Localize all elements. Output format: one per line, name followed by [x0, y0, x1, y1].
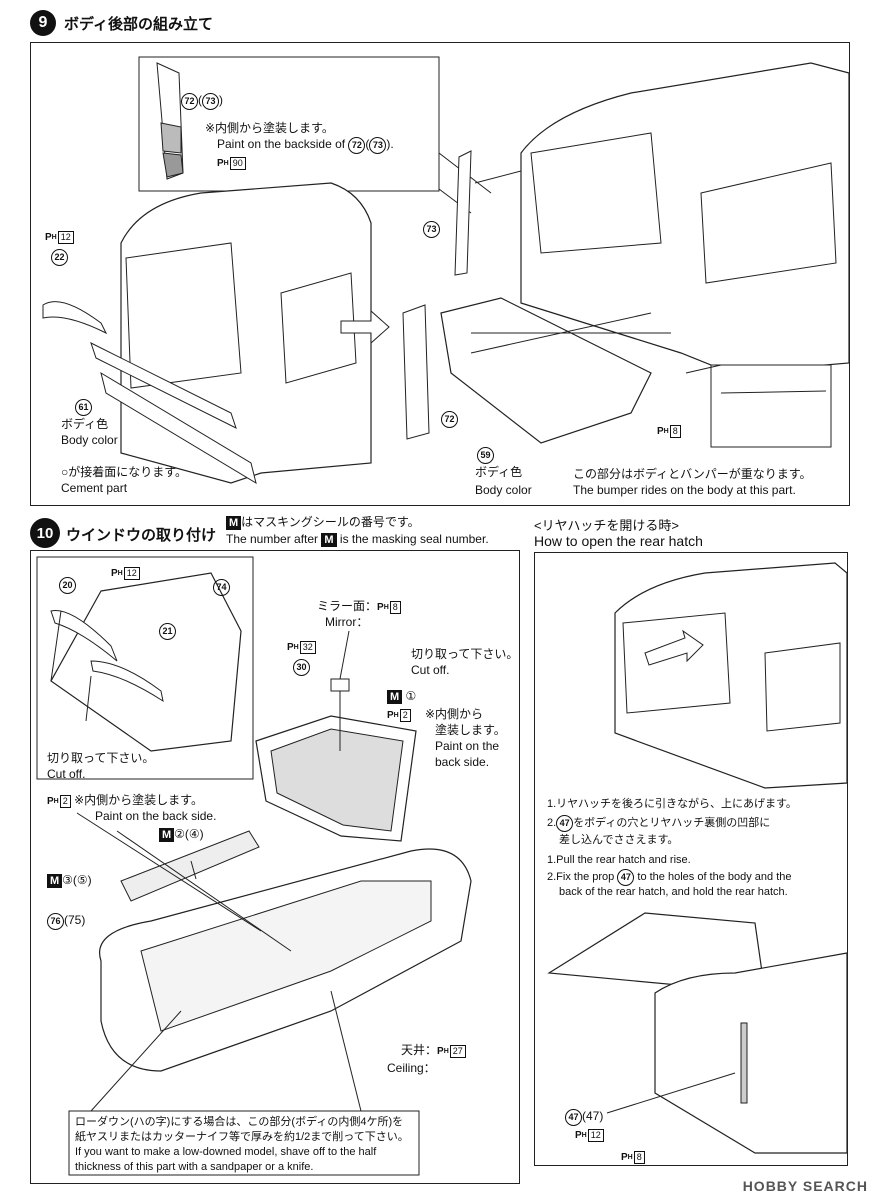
part-20-marker: 20 [59, 575, 76, 594]
step-9-title: ボディ後部の組み立て [64, 16, 213, 33]
lowdown-note-en1: If you want to make a low-downed model, … [75, 1146, 377, 1158]
inset-part-numbers: 72(73) [181, 93, 223, 110]
inner-note-en2: back side. [435, 755, 490, 769]
part-73-label: 73 [423, 219, 440, 238]
step-10-badge: 10 [30, 518, 60, 548]
cutoff-en: Cut off. [47, 767, 86, 781]
mask-note-en: The number after M is the masking seal n… [226, 532, 489, 547]
step-10-title: ウインドウの取り付け [66, 527, 217, 544]
watermark-text: HOBBY SEARCH [742, 1178, 868, 1194]
step-10-drawing [36, 556, 472, 1176]
lowdown-note-jp2: 紙ヤスリまたはカッターナイフ等で厚みを約1/2まで削って下さい。 [75, 1131, 409, 1143]
part-72-label: 72 [441, 409, 458, 428]
inner-note-en1: Paint on the [435, 739, 500, 753]
part-59-color-en: Body color [475, 483, 532, 497]
hatch-step1-jp: 1.リヤハッチを後ろに引きながら、上にあげます。 [547, 798, 797, 810]
mask-1-label: M ① [387, 689, 416, 704]
cement-note-jp: ○が接着面になります。 [61, 465, 188, 479]
bumper-note-jp: この部分はボディとバンパーが重なります。 [573, 467, 812, 481]
hatch-drawing [547, 562, 848, 1154]
hatch-step2-en-a: 2.Fix the prop 47 to the holes of the bo… [547, 869, 792, 886]
lowdown-note-en2: thickness of this part with a sandpaper … [75, 1161, 314, 1173]
part-76-75-label: 76(75) [47, 913, 85, 930]
inset-note-en: Paint on the backside of 72(73). [217, 137, 394, 154]
hatch-step2-jp-c: 差し込んでささえます。 [559, 834, 679, 846]
part-22-marker: 22 [51, 247, 68, 266]
step-9-panel: 72(73) ※内側から塗装します。 Paint on the backside… [30, 42, 850, 506]
cutoff2-jp: 切り取って下さい。 [411, 647, 519, 661]
cutoff-jp: 切り取って下さい。 [47, 751, 155, 765]
bumper-note-en: The bumper rides on the body at this par… [573, 483, 796, 497]
part-61-marker: 61 [75, 397, 92, 416]
part-30-marker: 30 [293, 657, 310, 676]
part-61-color-jp: ボディ色 [61, 417, 109, 431]
step-9-drawing [42, 56, 850, 485]
mirror-label-en: Mirror： [325, 615, 369, 629]
part-73-marker: 73 [202, 93, 219, 110]
lowdown-note-jp1: ローダウン(ハの字)にする場合は、この部分(ボディの内側4ケ所)を [75, 1116, 404, 1128]
inner-note-jp1: ※内側から [425, 707, 484, 721]
hatch-step2-en-c: back of the rear hatch, and hold the rea… [559, 886, 788, 898]
hatch-title-en: How to open the rear hatch [534, 533, 703, 549]
hatch-title-jp: <リヤハッチを開ける時> [534, 518, 679, 533]
inset-note-jp: ※内側から塗装します。 [205, 121, 334, 135]
part-74-marker: 74 [213, 577, 230, 596]
hatch-step1-en: 1.Pull the rear hatch and rise. [547, 854, 691, 866]
ceiling-label-en: Ceiling： [387, 1061, 436, 1075]
inner-note-jp2: 塗装します。 [435, 723, 506, 737]
part-61-color-en: Body color [61, 433, 118, 447]
part-47-label: 47(47) [565, 1109, 603, 1126]
part-59-color-jp: ボディ色 [475, 465, 523, 479]
cement-note-en: Cement part [61, 481, 128, 495]
part-21-marker: 21 [159, 621, 176, 640]
part-59-marker: 59 [477, 445, 494, 464]
side-window-note-en: Paint on the back side. [95, 809, 217, 823]
cutoff2-en: Cut off. [411, 663, 450, 677]
step-9-badge: 9 [30, 10, 56, 36]
part-72-marker: 72 [181, 93, 198, 110]
